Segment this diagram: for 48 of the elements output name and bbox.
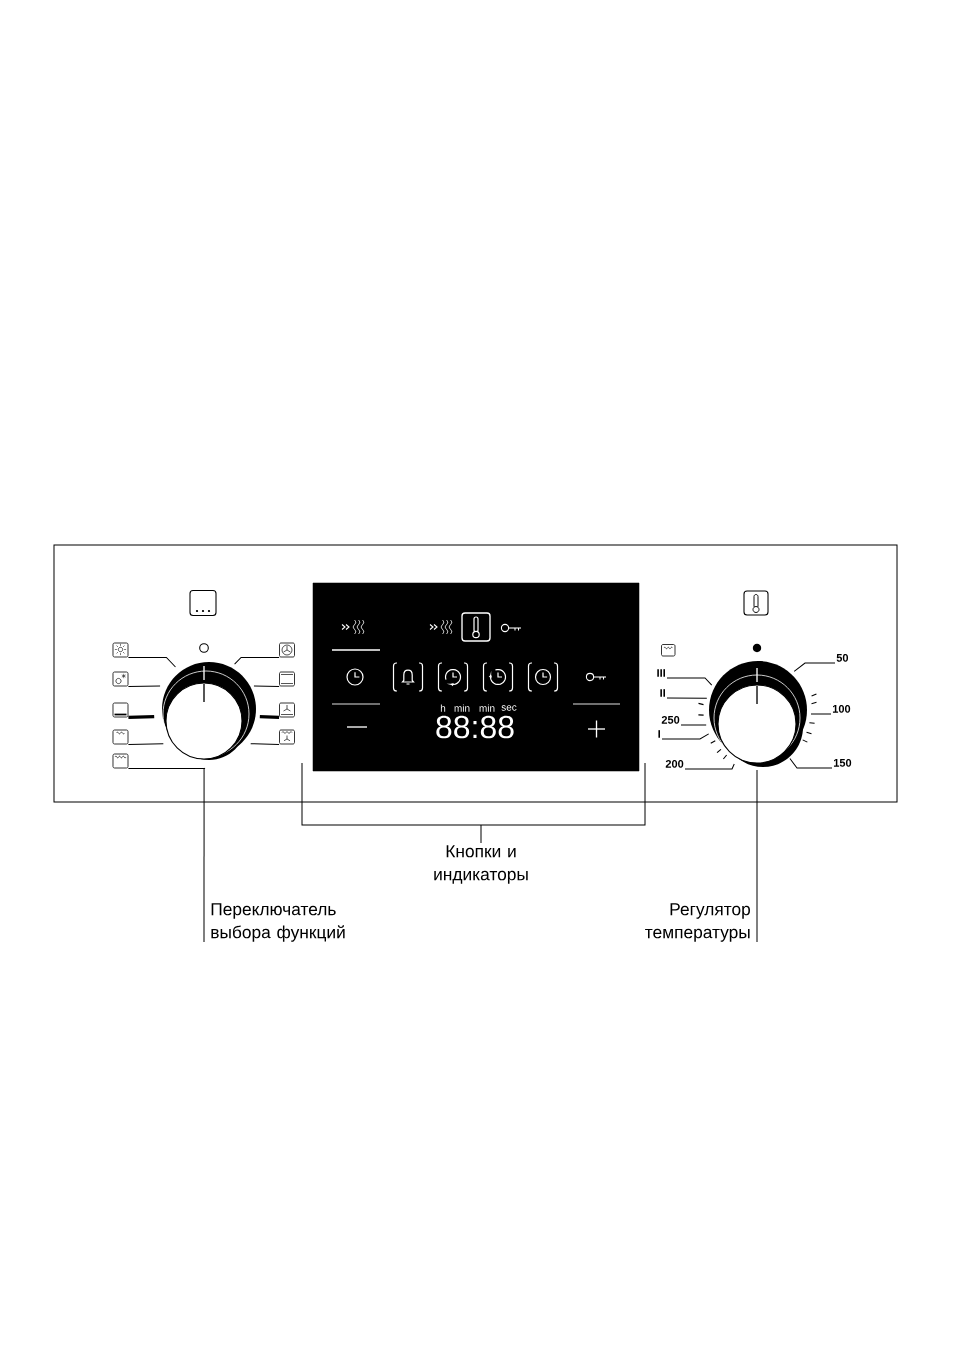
scale-label: 50 (836, 653, 849, 662)
leader-line (203, 767, 205, 943)
leader-line (127, 685, 161, 687)
leader-line (234, 656, 280, 665)
scale-label: 150 (833, 758, 852, 767)
callout-text: Регулятор температуры (645, 903, 750, 942)
leader-line (684, 763, 735, 770)
callout-text: Переключатель выбора функций (211, 903, 345, 942)
display-panel (312, 582, 640, 772)
unit-label: min (454, 704, 470, 712)
top-heat-icon (112, 729, 129, 745)
snowflake-drop-icon (112, 671, 129, 687)
unit-label: h (440, 704, 446, 712)
leader-line (810, 713, 832, 715)
scale-label: 250 (661, 715, 680, 724)
leader-line (666, 697, 708, 699)
leader-line (680, 724, 707, 726)
bottom-heat-icon (112, 702, 129, 718)
scale-label: I (658, 730, 660, 738)
grill-icon (112, 753, 129, 769)
leader-line (661, 733, 710, 740)
leader-line (789, 758, 833, 769)
leader-line (666, 677, 713, 686)
callout-text: Кнопки и индикаторы (434, 845, 528, 884)
leader-line (127, 656, 176, 668)
scale-label: 100 (832, 704, 851, 713)
leader-line (756, 769, 758, 943)
fan-bottom-heat-icon (279, 702, 295, 718)
scale-label: III (657, 669, 665, 677)
top-bottom-heat-icon (279, 671, 295, 687)
leader-line (250, 743, 280, 745)
rotary-knob (709, 661, 807, 767)
control-panel (53, 544, 898, 803)
leader-line (793, 662, 836, 672)
leader-line (128, 715, 155, 719)
rotary-knob (162, 662, 256, 760)
fan-icon (279, 642, 295, 658)
scale-label: 200 (665, 759, 684, 768)
unit-label: min (479, 704, 495, 712)
leader-line (253, 685, 280, 687)
unit-label: sec (501, 705, 517, 711)
fan-grill-icon (279, 729, 295, 745)
lamp-icon (112, 642, 129, 658)
leader-line (259, 715, 280, 719)
leader-line (127, 743, 164, 745)
scale-label: II (660, 689, 665, 697)
leader-line (127, 767, 205, 769)
digit-display: 88:88 (436, 715, 514, 739)
